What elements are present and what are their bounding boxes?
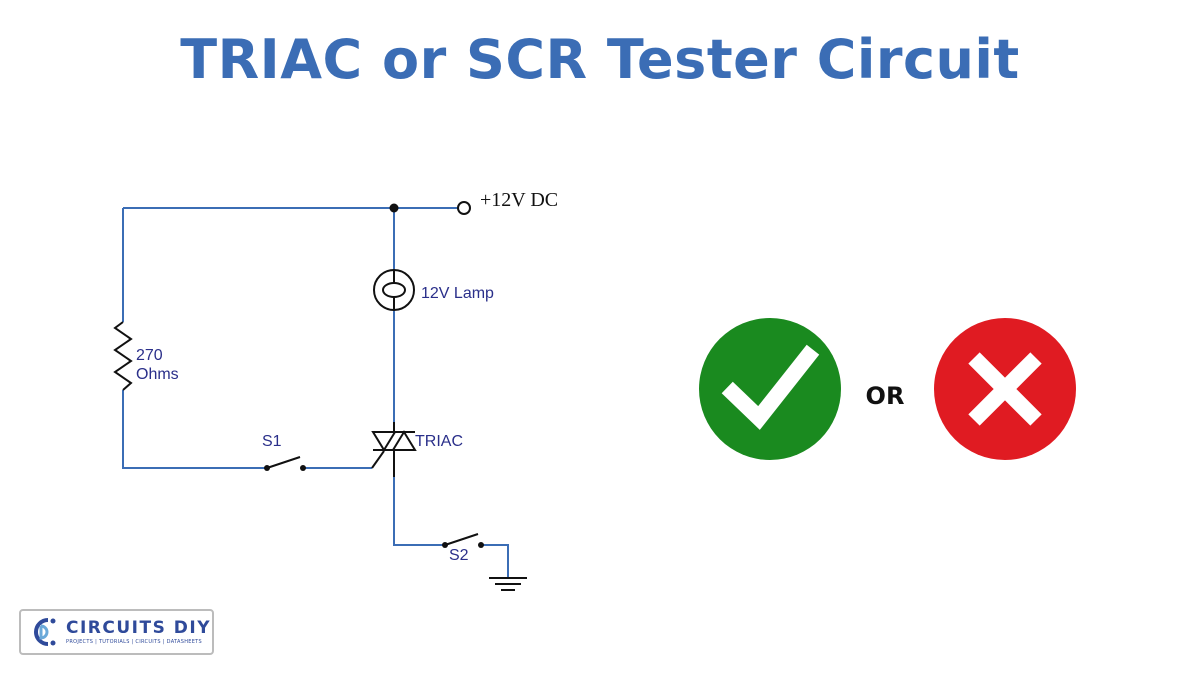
logo-mark-icon [34, 618, 56, 646]
switch-s1-label: S1 [262, 433, 282, 450]
junction-dot [389, 203, 399, 213]
switch-s1 [264, 456, 306, 471]
lamp-label: 12V Lamp [421, 285, 494, 302]
or-separator: OR [866, 382, 905, 410]
switch-s2-label: S2 [449, 547, 469, 564]
wire-left-lower [122, 390, 266, 469]
page-title: TRIAC or SCR Tester Circuit [180, 28, 1020, 91]
triac-symbol [371, 422, 417, 477]
switch-s2 [442, 533, 484, 548]
wire-s2-to-ground [482, 544, 509, 578]
triac-label: TRIAC [415, 433, 463, 450]
resistor-value: 270 [136, 347, 163, 364]
supply-label: +12V DC [480, 189, 558, 211]
lamp-symbol [373, 269, 415, 311]
ground-symbol [489, 577, 527, 591]
circuits-diy-logo: CIRCUITS DIY PROJECTS | TUTORIALS | CIRC… [19, 609, 214, 655]
logo-name: CIRCUITS DIY [66, 617, 212, 638]
logo-tagline: PROJECTS | TUTORIALS | CIRCUITS | DATASH… [66, 638, 203, 645]
resistor-unit: Ohms [136, 366, 179, 383]
cross-icon [934, 318, 1076, 460]
circuit-wires [122, 207, 509, 578]
resistor-symbol [113, 321, 133, 391]
check-icon [699, 318, 841, 460]
supply-terminal [457, 201, 471, 215]
wire-triac-to-s2 [393, 477, 444, 546]
